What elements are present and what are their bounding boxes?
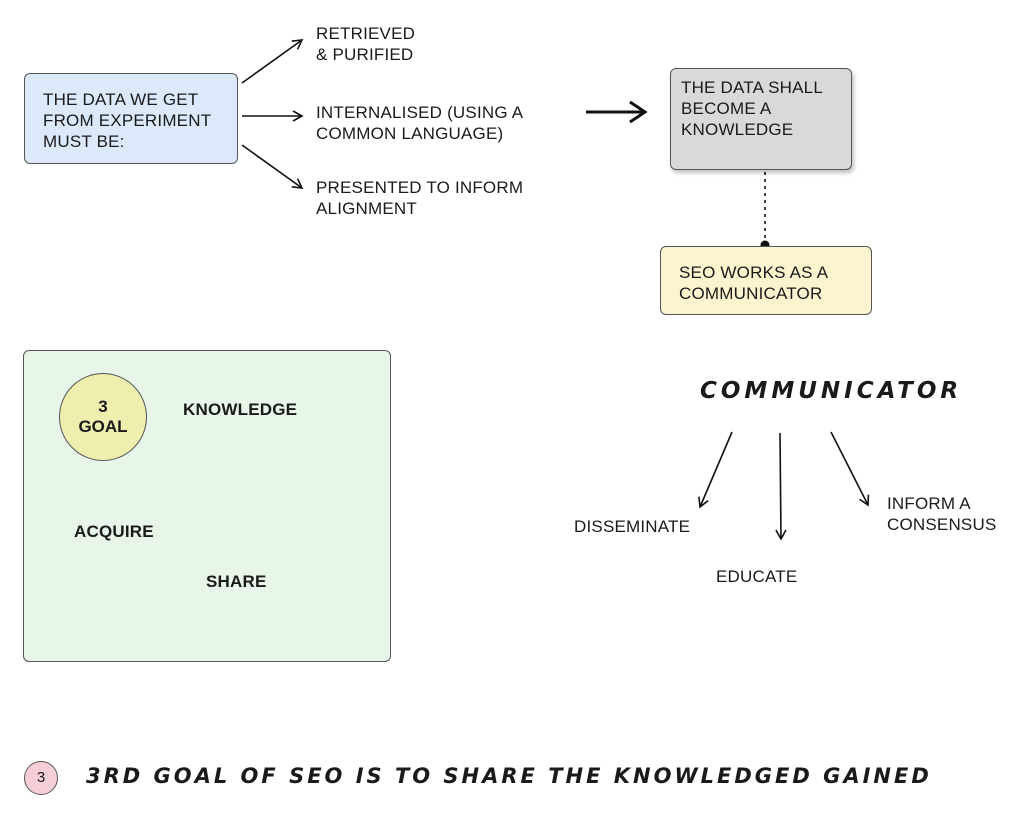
branch-arrow-retrieved [241,39,304,84]
inform-consensus-label: INFORM A CONSENSUS [887,494,997,534]
goal-badge-label: GOAL [78,417,128,436]
goal-badge: 3 GOAL [59,373,147,461]
share-label: SHARE [206,572,267,591]
knowledge-box: THE DATA SHALL BECOME A KNOWLEDGE [670,68,852,170]
acquire-label: ACQUIRE [74,522,154,541]
goal-badge-number: 3 [98,397,108,416]
branch-retrieved: RETRIEVED & PURIFIED [316,24,416,64]
step-badge-number: 3 [36,769,46,786]
communicator-arrow-disseminate [698,431,733,509]
communicator-arrow-inform [830,431,870,507]
experiment-data-text: THE DATA WE GET FROM EXPERIMENT MUST BE: [43,90,212,151]
branch-presented: PRESENTED TO INFORM ALIGNMENT [316,178,524,218]
branch-internalised: INTERNALISED (USING A COMMON LANGUAGE) [316,103,524,143]
branch-arrow-presented [241,144,304,189]
communicator-arrow-educate [775,432,787,541]
educate-label: EDUCATE [716,567,798,586]
step-badge: 3 [24,761,58,795]
disseminate-label: DISSEMINATE [574,517,691,536]
knowledge-box-text: THE DATA SHALL BECOME A KNOWLEDGE [681,78,823,139]
footer-caption: 3RD GOAL OF SEO IS TO SHARE THE KNOWLEDG… [86,764,932,788]
experiment-data-box: THE DATA WE GET FROM EXPERIMENT MUST BE: [24,73,238,164]
communicator-box-text: SEO WORKS AS A COMMUNICATOR [679,263,829,303]
knowledge-label: KNOWLEDGE [183,400,298,419]
communicator-title: COMMUNICATOR [700,378,963,404]
communicator-box: SEO WORKS AS A COMMUNICATOR [660,246,872,315]
goal-panel: 3 GOAL [23,350,391,662]
